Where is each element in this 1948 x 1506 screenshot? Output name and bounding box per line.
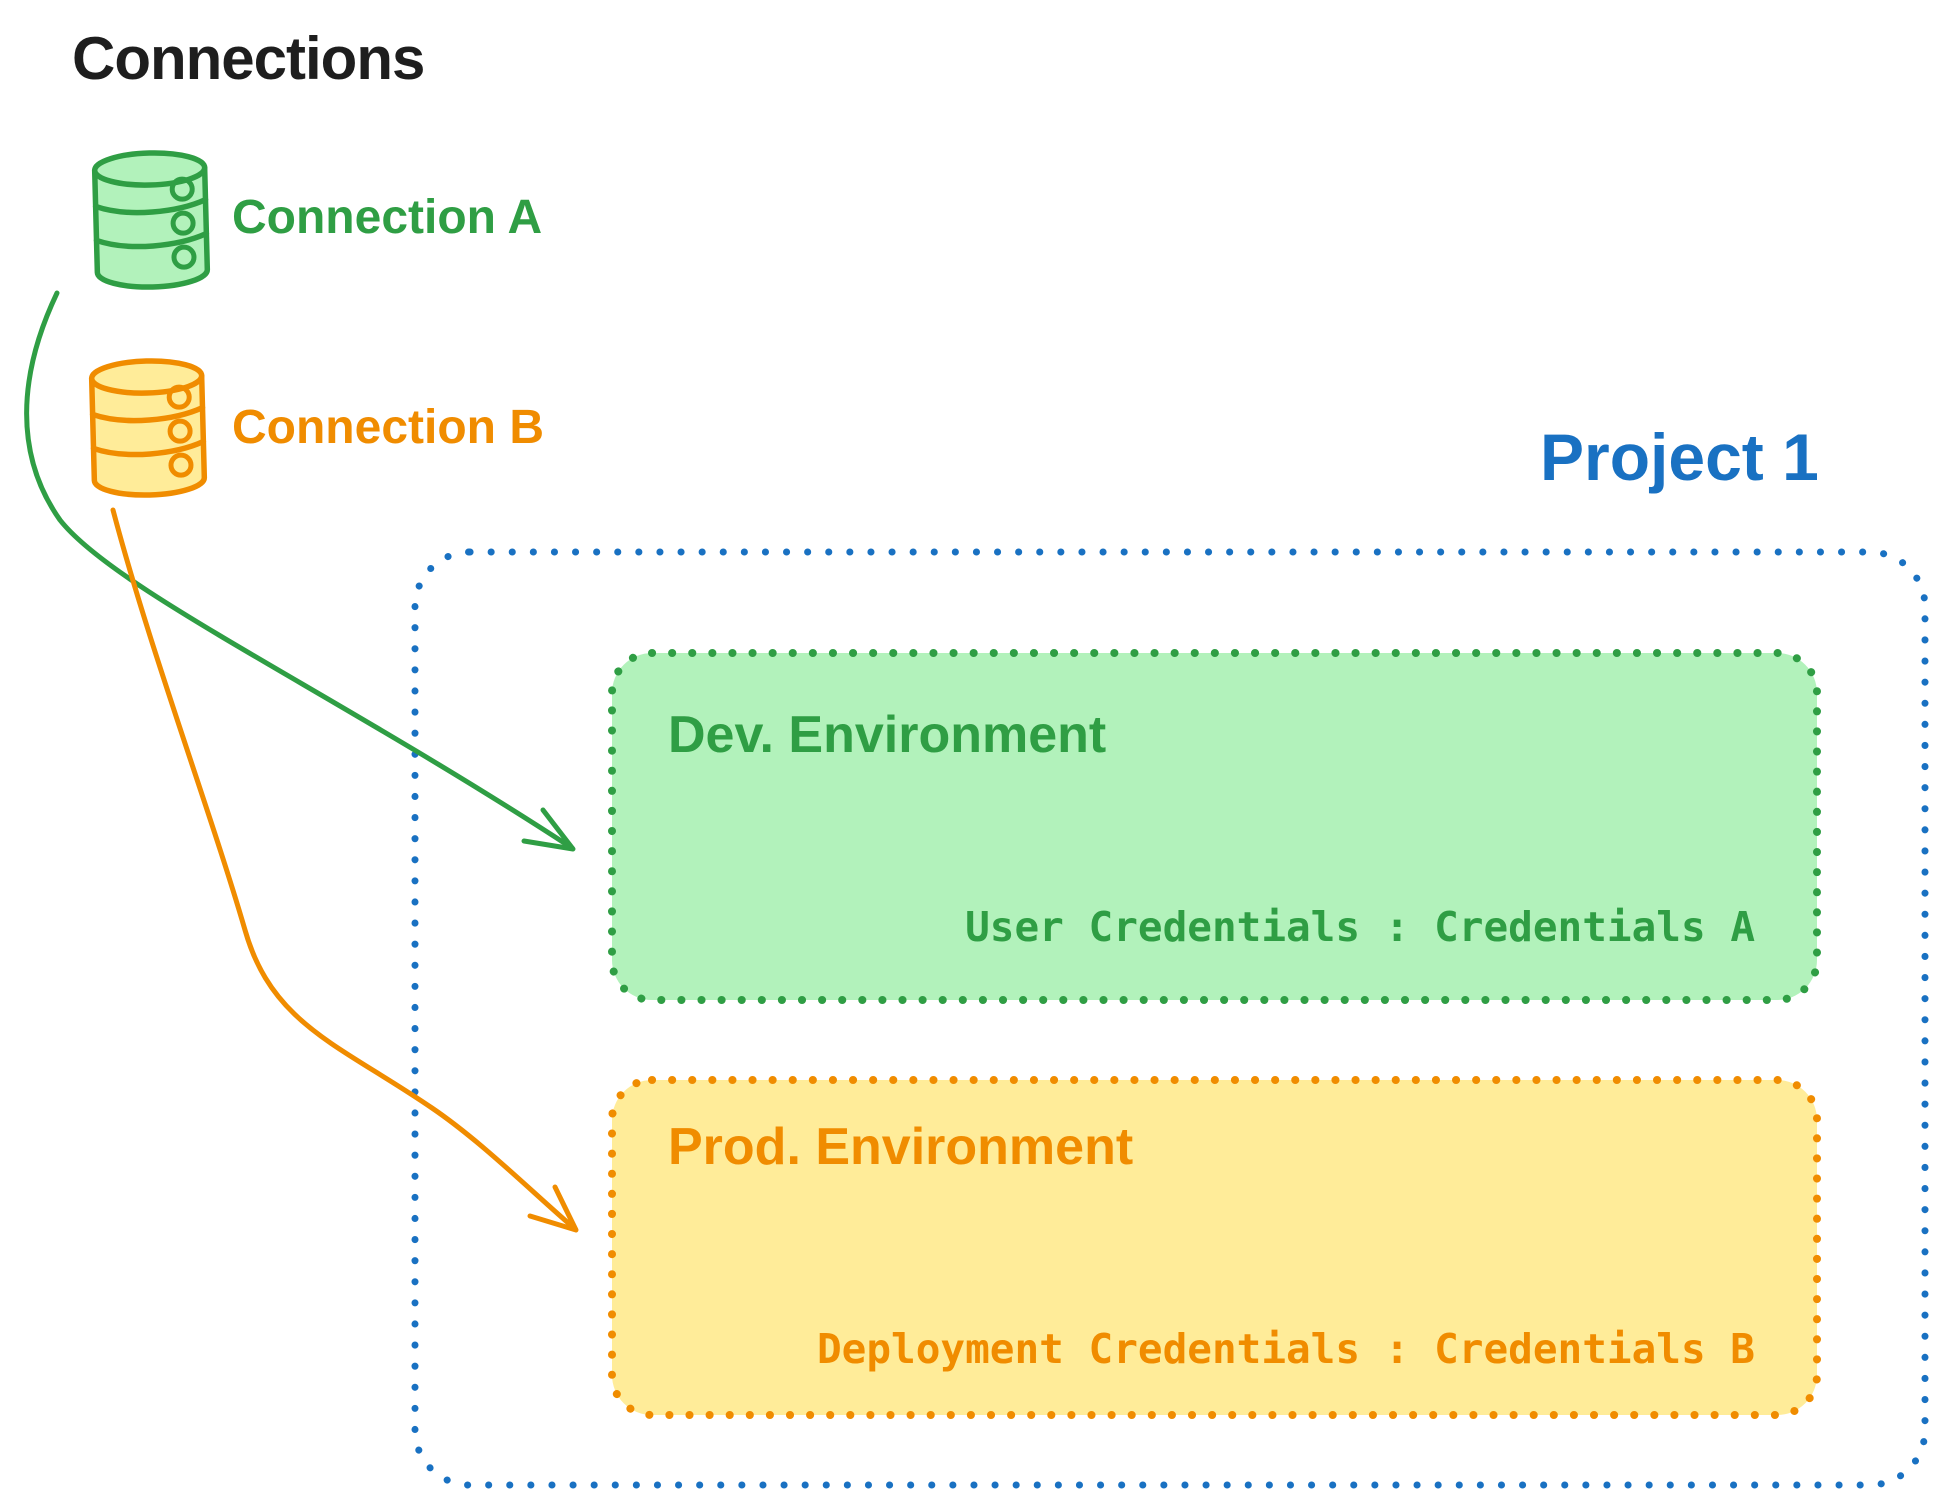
- dev-environment-credentials: User Credentials : Credentials A: [965, 903, 1755, 951]
- connection-a-database-icon: [91, 150, 211, 290]
- connection-b-database-icon: [88, 358, 208, 498]
- dev-environment-title: Dev. Environment: [668, 706, 1107, 764]
- connection-a-arrow: [24, 290, 576, 852]
- connection-b-arrow: [110, 507, 579, 1233]
- connection-b-arrowhead: [527, 1184, 579, 1233]
- dev-environment-box: [608, 649, 1821, 1004]
- connection-a-arrowhead: [521, 807, 576, 852]
- prod-environment-title: Prod. Environment: [668, 1118, 1134, 1176]
- prod-environment-credentials: Deployment Credentials : Credentials B: [817, 1325, 1755, 1373]
- connection-a-label: Connection A: [232, 191, 543, 244]
- prod-environment-box: [608, 1076, 1821, 1419]
- project-title: Project 1: [1540, 420, 1819, 494]
- project-box: [411, 548, 1929, 1489]
- connections-heading: Connections: [72, 25, 425, 92]
- connection-b-label: Connection B: [232, 401, 544, 454]
